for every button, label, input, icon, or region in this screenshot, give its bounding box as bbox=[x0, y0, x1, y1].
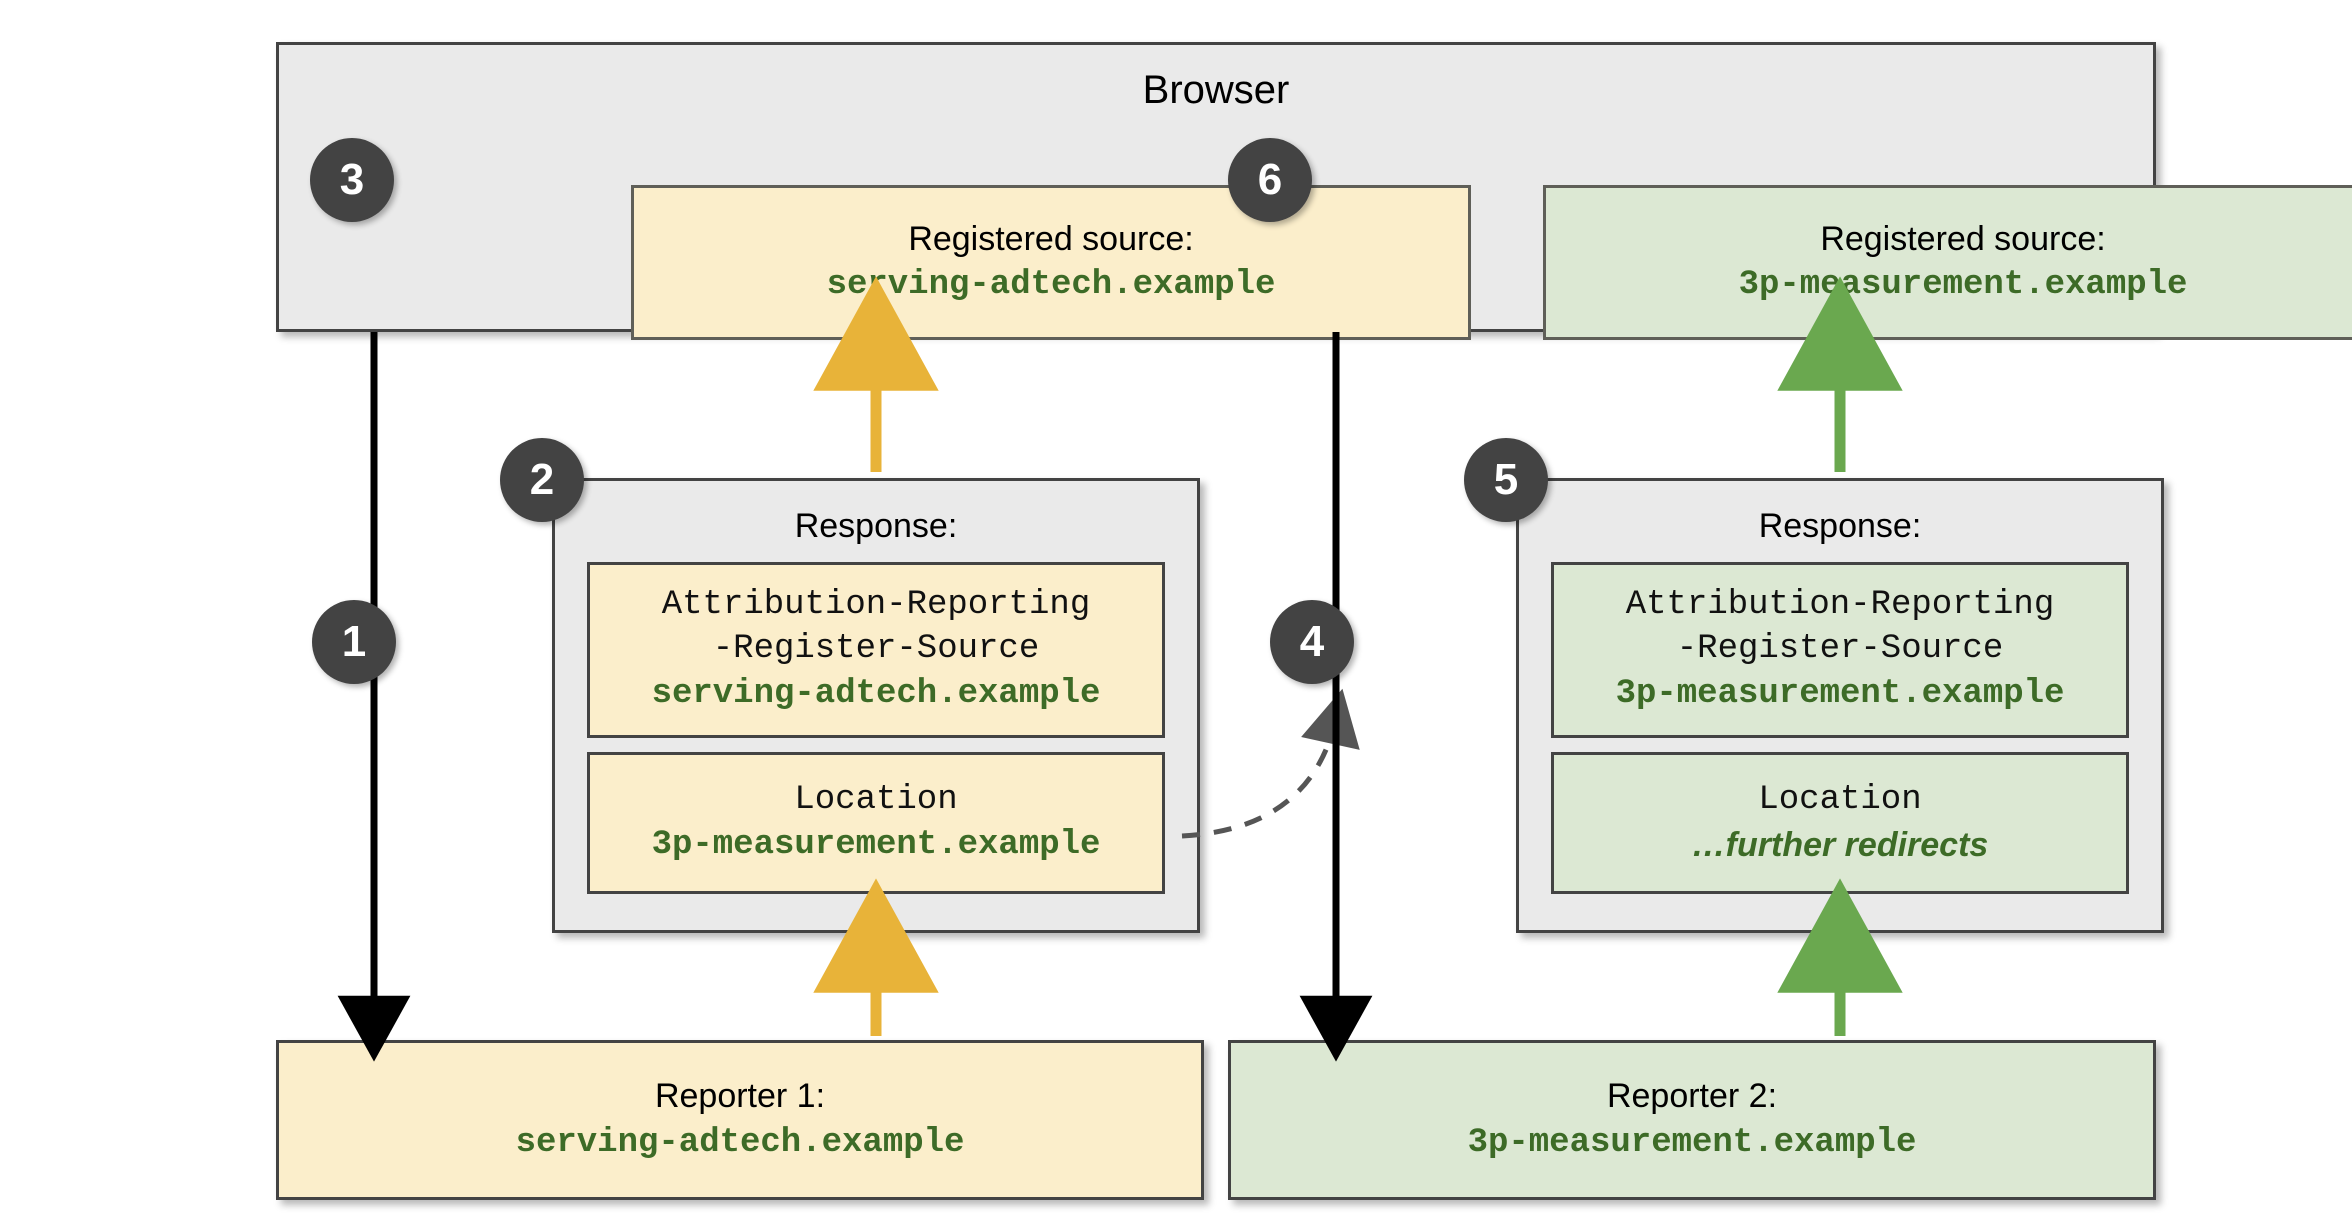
registered-source-label-left: Registered source: bbox=[908, 220, 1194, 259]
header-name-location-1: Location bbox=[794, 781, 958, 820]
step-badge-4: 4 bbox=[1270, 600, 1354, 684]
reporter-box-1: Reporter 1: serving-adtech.example bbox=[276, 1040, 1204, 1200]
header-card-location-1: Location 3p-measurement.example bbox=[587, 751, 1165, 894]
response-panel-1: Response: Attribution-Reporting -Registe… bbox=[552, 478, 1200, 933]
step-badge-3: 3 bbox=[310, 138, 394, 222]
response-panel-2: Response: Attribution-Reporting -Registe… bbox=[1516, 478, 2164, 933]
header-name-location-2: Location bbox=[1758, 781, 1922, 820]
step-badge-5: 5 bbox=[1464, 438, 1548, 522]
browser-frame: Browser Registered source: serving-adtec… bbox=[276, 42, 2352, 340]
reporter-box-2: Reporter 2: 3p-measurement.example bbox=[1228, 1040, 2156, 1200]
header-card-attribution-reporting-register-source-1: Attribution-Reporting -Register-Source s… bbox=[587, 561, 1165, 738]
header-name-line-2-card2: -Register-Source bbox=[1676, 630, 2004, 669]
header-value-card2: 3p-measurement.example bbox=[1615, 674, 2065, 713]
step-badge-2: 2 bbox=[500, 438, 584, 522]
step-badge-1: 1 bbox=[312, 600, 396, 684]
registered-source-box-serving-adtech: Registered source: serving-adtech.exampl… bbox=[631, 185, 1471, 340]
response-label-1: Response: bbox=[794, 507, 958, 545]
browser-label: Browser bbox=[1142, 68, 1290, 112]
header-name-line-1-card2: Attribution-Reporting bbox=[1625, 586, 2055, 625]
reporter-label-2: Reporter 2: bbox=[1606, 1076, 1778, 1115]
arrow-location-redirect-dashed bbox=[1181, 688, 1360, 839]
header-name-line-2-card1: -Register-Source bbox=[712, 630, 1040, 669]
registered-source-value-left: serving-adtech.example bbox=[826, 265, 1276, 304]
registered-source-box-3p-measurement: Registered source: 3p-measurement.exampl… bbox=[1543, 185, 2352, 340]
reporter-value-2: 3p-measurement.example bbox=[1467, 1124, 1917, 1163]
header-value-location-1: 3p-measurement.example bbox=[651, 825, 1101, 864]
response-label-2: Response: bbox=[1758, 507, 1922, 545]
header-card-location-2: Location …further redirects bbox=[1551, 751, 2129, 894]
reporter-label-1: Reporter 1: bbox=[654, 1076, 826, 1115]
reporter-value-1: serving-adtech.example bbox=[515, 1124, 965, 1163]
header-value-location-2: …further redirects bbox=[1691, 825, 1989, 864]
header-card-attribution-reporting-register-source-2: Attribution-Reporting -Register-Source 3… bbox=[1551, 561, 2129, 738]
header-value-card1: serving-adtech.example bbox=[651, 674, 1101, 713]
registered-source-label-right: Registered source: bbox=[1820, 220, 2106, 259]
step-badge-6: 6 bbox=[1228, 138, 1312, 222]
registered-source-value-right: 3p-measurement.example bbox=[1738, 265, 2188, 304]
header-name-line-1-card1: Attribution-Reporting bbox=[661, 586, 1091, 625]
